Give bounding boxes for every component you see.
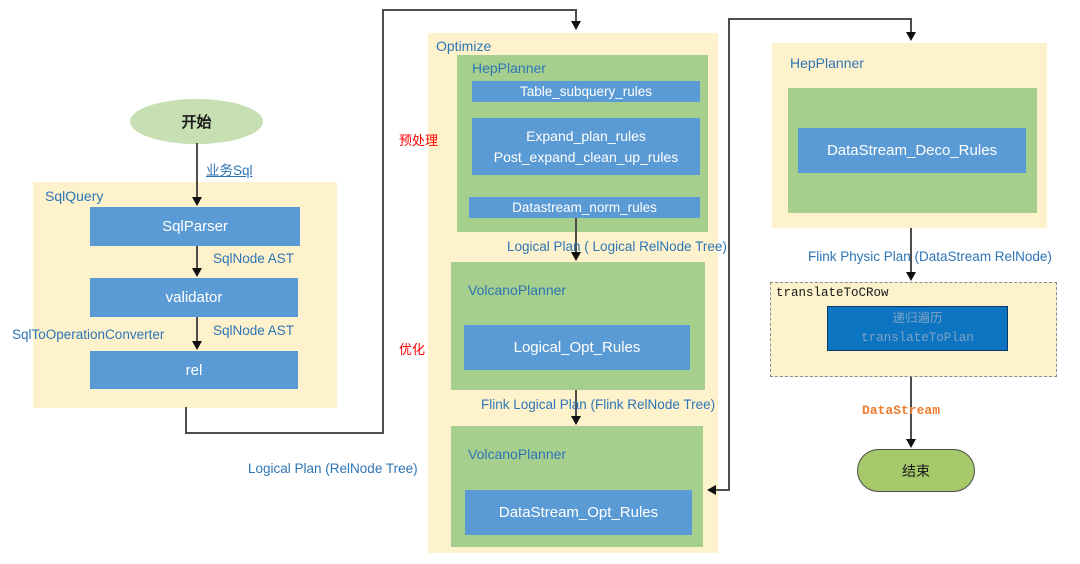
label-flink-physic-plan: Flink Physic Plan (DataStream RelNode) xyxy=(808,249,1052,264)
label-logical-plan-relnode: Logical Plan (RelNode Tree) xyxy=(248,461,418,476)
label-sqlnode-ast-2: SqlNode AST xyxy=(213,323,295,338)
node-table-subquery-rules: Table_subquery_rules xyxy=(472,81,700,102)
label-sqltooperationconverter: SqlToOperationConverter xyxy=(12,327,165,342)
sqlparser-label: SqlParser xyxy=(162,218,228,235)
start-label: 开始 xyxy=(181,114,212,131)
connector-top-right-horizontal xyxy=(728,18,912,20)
translatetoplan-label: translateToPlan xyxy=(861,330,974,345)
label-sqlnode-ast-1: SqlNode AST xyxy=(213,251,295,266)
connector-into-hepplanner2 xyxy=(910,19,912,33)
table-subquery-rules-label: Table_subquery_rules xyxy=(519,84,653,99)
logical-opt-rules-label: Logical_Opt_Rules xyxy=(513,339,641,356)
node-logical-opt-rules: Logical_Opt_Rules xyxy=(464,325,690,370)
connector-sqlquery-out-up xyxy=(382,10,384,434)
end-label: 结束 xyxy=(902,464,930,480)
volcanoplanner1-box: VolcanoPlanner Logical_Opt_Rules xyxy=(451,262,705,390)
node-sqlparser: SqlParser xyxy=(90,207,300,246)
hepplanner1-title: HepPlanner xyxy=(472,60,546,76)
connector-right-vertical-down xyxy=(728,18,730,491)
arrowhead-volcano1 xyxy=(571,252,581,261)
connector-sqlparser-to-validator xyxy=(196,246,198,270)
datastream-opt-rules-label: DataStream_Opt_Rules xyxy=(498,504,659,521)
connector-top-to-optimize xyxy=(382,9,577,11)
volcanoplanner2-title: VolcanoPlanner xyxy=(468,446,567,462)
connector-sqlquery-out-down xyxy=(185,407,187,434)
hepplanner2-green-box: DataStream_Deco_Rules xyxy=(788,88,1037,213)
optimize-title: Optimize xyxy=(436,38,492,54)
arrowhead-validator xyxy=(192,268,202,277)
volcanoplanner2-box: VolcanoPlanner DataStream_Opt_Rules xyxy=(451,426,703,547)
arrowhead-optimize xyxy=(571,21,581,30)
arrowhead-sqlparser xyxy=(192,197,202,206)
volcanoplanner1-title: VolcanoPlanner xyxy=(468,282,567,298)
arrowhead-rel xyxy=(192,341,202,350)
label-flink-logical-plan: Flink Logical Plan (Flink RelNode Tree) xyxy=(481,397,716,412)
connector-start-to-sqlparser xyxy=(196,143,198,199)
rel-label: rel xyxy=(185,361,203,379)
recursive-traverse-label: 递归遍历 xyxy=(892,312,943,327)
validator-label: validator xyxy=(165,289,223,306)
node-datastream-norm-rules: Datastream_norm_rules xyxy=(469,197,700,218)
node-datastream-deco-rules: DataStream_Deco_Rules xyxy=(798,128,1026,173)
label-business-sql: 业务Sql xyxy=(206,163,253,178)
arrowhead-hepplanner2 xyxy=(906,32,916,41)
connector-hepplanner2-to-translate xyxy=(910,228,912,273)
label-logical-plan-logical-relnode: Logical Plan ( Logical RelNode Tree) xyxy=(507,239,727,254)
connector-translate-to-end xyxy=(910,377,912,440)
node-expand-plan-rules: Expand_plan_rules Post_expand_clean_up_r… xyxy=(472,118,700,175)
arrowhead-volcano2 xyxy=(571,416,581,425)
sqlquery-title: SqlQuery xyxy=(45,188,104,204)
label-optimize-stage: 优化 xyxy=(399,342,426,357)
optimize-group: Optimize HepPlanner Table_subquery_rules… xyxy=(428,33,718,553)
connector-sqlquery-out-right xyxy=(185,432,384,434)
label-preprocess: 预处理 xyxy=(399,133,439,148)
datastream-norm-rules-label: Datastream_norm_rules xyxy=(512,200,657,215)
connector-into-optimize xyxy=(575,10,577,23)
connector-into-volcano2-side xyxy=(716,489,730,491)
arrowhead-volcano2-side xyxy=(707,485,716,495)
connector-volcano1-to-volcano2 xyxy=(575,390,577,418)
sqlquery-group: SqlQuery SqlParser validator rel xyxy=(33,182,337,408)
datastream-deco-rules-label: DataStream_Deco_Rules xyxy=(826,142,998,159)
translatetocrow-title: translateToCRow xyxy=(776,286,889,300)
arrowhead-translate xyxy=(906,272,916,281)
translatetocrow-group: translateToCRow 递归遍历 translateToPlan xyxy=(770,282,1057,377)
start-node: 开始 xyxy=(130,99,263,144)
connector-hep1-to-volcano1 xyxy=(575,218,577,254)
node-rel: rel xyxy=(90,351,298,389)
hepplanner2-group: HepPlanner DataStream_Deco_Rules xyxy=(772,43,1047,228)
hepplanner2-title: HepPlanner xyxy=(790,55,864,71)
hepplanner1-box: HepPlanner Table_subquery_rules Expand_p… xyxy=(457,55,708,232)
node-validator: validator xyxy=(90,278,298,317)
connector-validator-to-rel xyxy=(196,317,198,343)
end-node: 结束 xyxy=(857,449,975,492)
post-expand-clean-up-rules-label: Post_expand_clean_up_rules xyxy=(493,148,679,165)
expand-plan-rules-label: Expand_plan_rules xyxy=(526,127,646,144)
node-datastream-opt-rules: DataStream_Opt_Rules xyxy=(465,490,692,535)
arrowhead-end xyxy=(906,439,916,448)
node-translatetoplan: 递归遍历 translateToPlan xyxy=(827,306,1008,351)
label-datastream: DataStream xyxy=(862,403,941,418)
